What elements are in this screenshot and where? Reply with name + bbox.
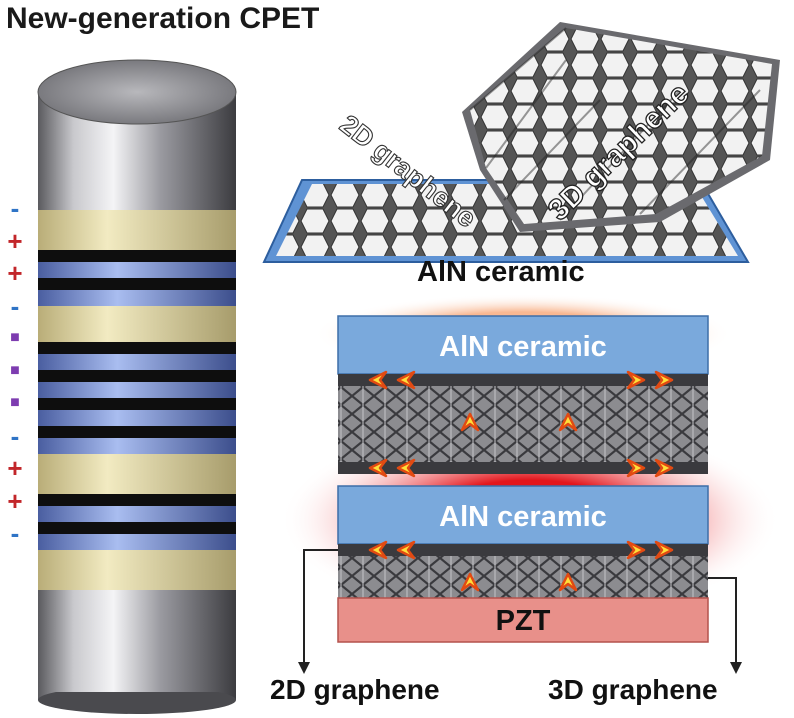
cpet-cylinder [37, 59, 237, 714]
label-2d-graphene-bottom: 2D graphene [270, 674, 440, 705]
polarity-sign: - [10, 290, 20, 321]
pzt-label: PZT [496, 605, 551, 637]
polarity-sign: + [7, 225, 23, 256]
polarity-sign: ■ [10, 394, 20, 411]
polarity-sign: - [10, 193, 20, 223]
ceramic-label-1: AlN ceramic [439, 331, 607, 363]
polarity-sign: + [7, 453, 23, 483]
polarity-sign: - [10, 518, 20, 548]
layer-stack: AlN ceramic AlN ceramic PZT [280, 294, 780, 674]
graphene-on-aln: 2D graphene 3D graphene AlN ceramic [262, 22, 780, 288]
polarity-sign: + [7, 485, 23, 516]
polarity-sign: + [7, 258, 23, 288]
cream-band [38, 210, 236, 250]
graphene-3d-stack [462, 22, 780, 232]
figure-title: New-generation CPET [6, 2, 320, 35]
ceramic-label-2: AlN ceramic [439, 501, 607, 533]
leader-lines [303, 549, 737, 664]
polarity-sign: ■ [10, 361, 20, 379]
polarity-sign: - [10, 420, 20, 451]
substrate-label: AlN ceramic [417, 256, 585, 288]
label-3d-graphene-bottom: 3D graphene [548, 674, 718, 705]
heat-flow-arrows [368, 370, 674, 592]
cylinder-top [37, 59, 237, 125]
polarity-sign: ■ [10, 329, 20, 346]
